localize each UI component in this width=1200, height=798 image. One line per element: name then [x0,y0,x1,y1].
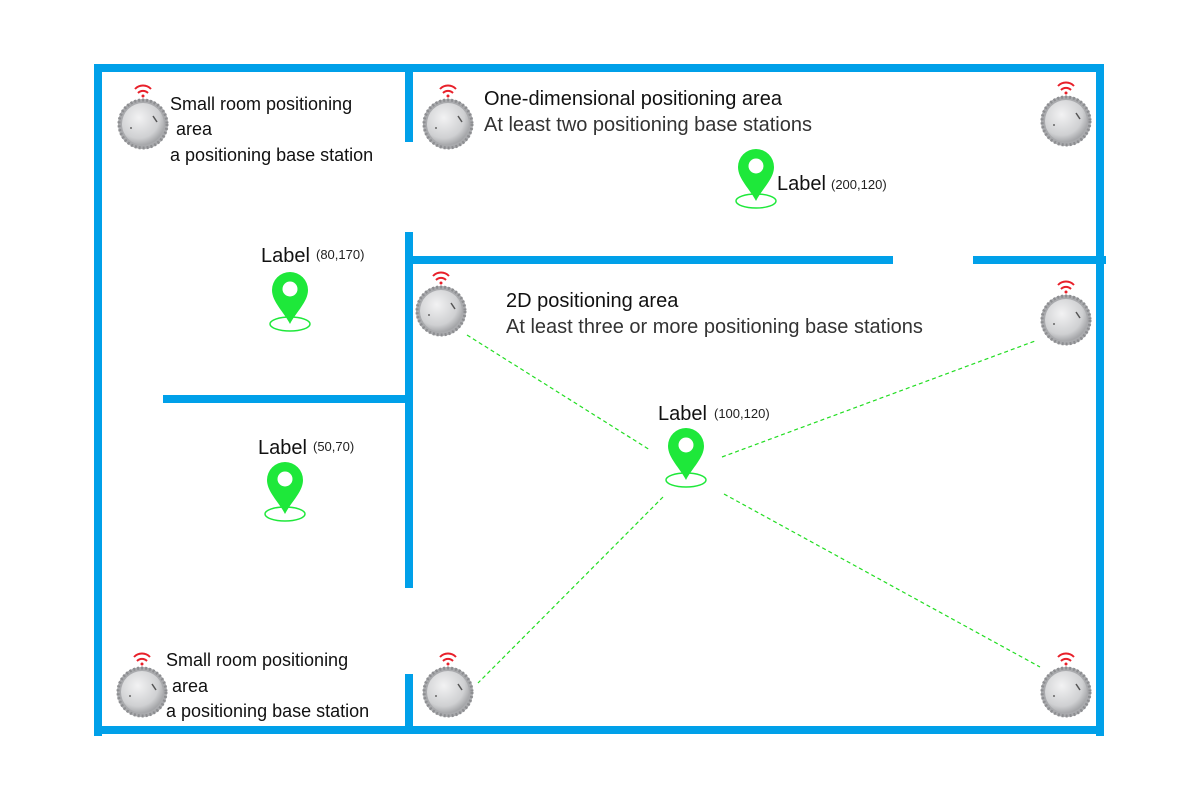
tag-label: Label [658,403,707,425]
base-station-icon [115,652,169,719]
base-station-icon [1039,81,1093,148]
area-subtitle: a positioning base station [166,701,369,721]
area-title: One-dimensional positioning area [484,88,783,110]
area-subtitle: a positioning base station [170,145,373,165]
tag-100-120: Label (100,120) [658,403,770,488]
wall-inner-middle [405,232,413,588]
area-subtitle: At least three or more positioning base … [506,316,923,338]
ranging-lines [466,334,1041,684]
base-station-icon [421,652,475,719]
tag-80-170: Label (80,170) [261,245,364,332]
wall-corridor-right [973,256,1106,264]
tag-200-120: Label (200,120) [735,148,887,209]
base-station-icon [414,271,468,338]
base-station-icon [116,84,170,151]
wall-corridor-left [409,256,893,264]
base-station-icon [421,84,475,151]
wall-room-divider [163,395,409,403]
ranging-line [721,340,1036,458]
tag-coordinates: (100,120) [714,406,770,421]
small-room-bottom-text: Small room positioning area a positionin… [166,650,369,721]
area-title: 2D positioning area [506,290,679,312]
ranging-line [466,334,651,451]
tag-coordinates: (200,120) [831,177,887,192]
location-pin-icon [269,271,311,332]
location-pin-icon [735,148,777,209]
area-title: Small room positioning [170,94,352,114]
base-station-icon [1039,280,1093,347]
wall-bottom [94,726,1104,734]
base-station-icon [1039,652,1093,719]
tag-label: Label [261,245,310,267]
wall-left [94,64,102,736]
tag-coordinates: (50,70) [313,439,354,454]
location-pin-icon [665,427,707,488]
wall-right [1096,64,1104,736]
small-room-top-text: Small room positioning area a positionin… [170,94,373,165]
wall-inner-bottom [405,674,413,734]
area-title: Small room positioning [166,650,348,670]
ranging-line [477,496,664,684]
one-dimensional-area-text: One-dimensional positioning area At leas… [484,88,812,136]
tag-coordinates: (80,170) [316,247,364,262]
tag-label: Label [258,437,307,459]
tag-50-70: Label (50,70) [258,437,354,522]
wall-top [94,64,1104,72]
area-title: area [176,119,213,139]
location-pin-icon [264,461,306,522]
walls [94,64,1106,736]
area-subtitle: At least two positioning base stations [484,114,812,136]
ranging-line [723,493,1041,668]
area-title: area [172,676,209,696]
wall-inner-top [405,70,413,142]
two-dimensional-area-text: 2D positioning area At least three or mo… [506,290,923,338]
tag-label: Label [777,173,826,195]
